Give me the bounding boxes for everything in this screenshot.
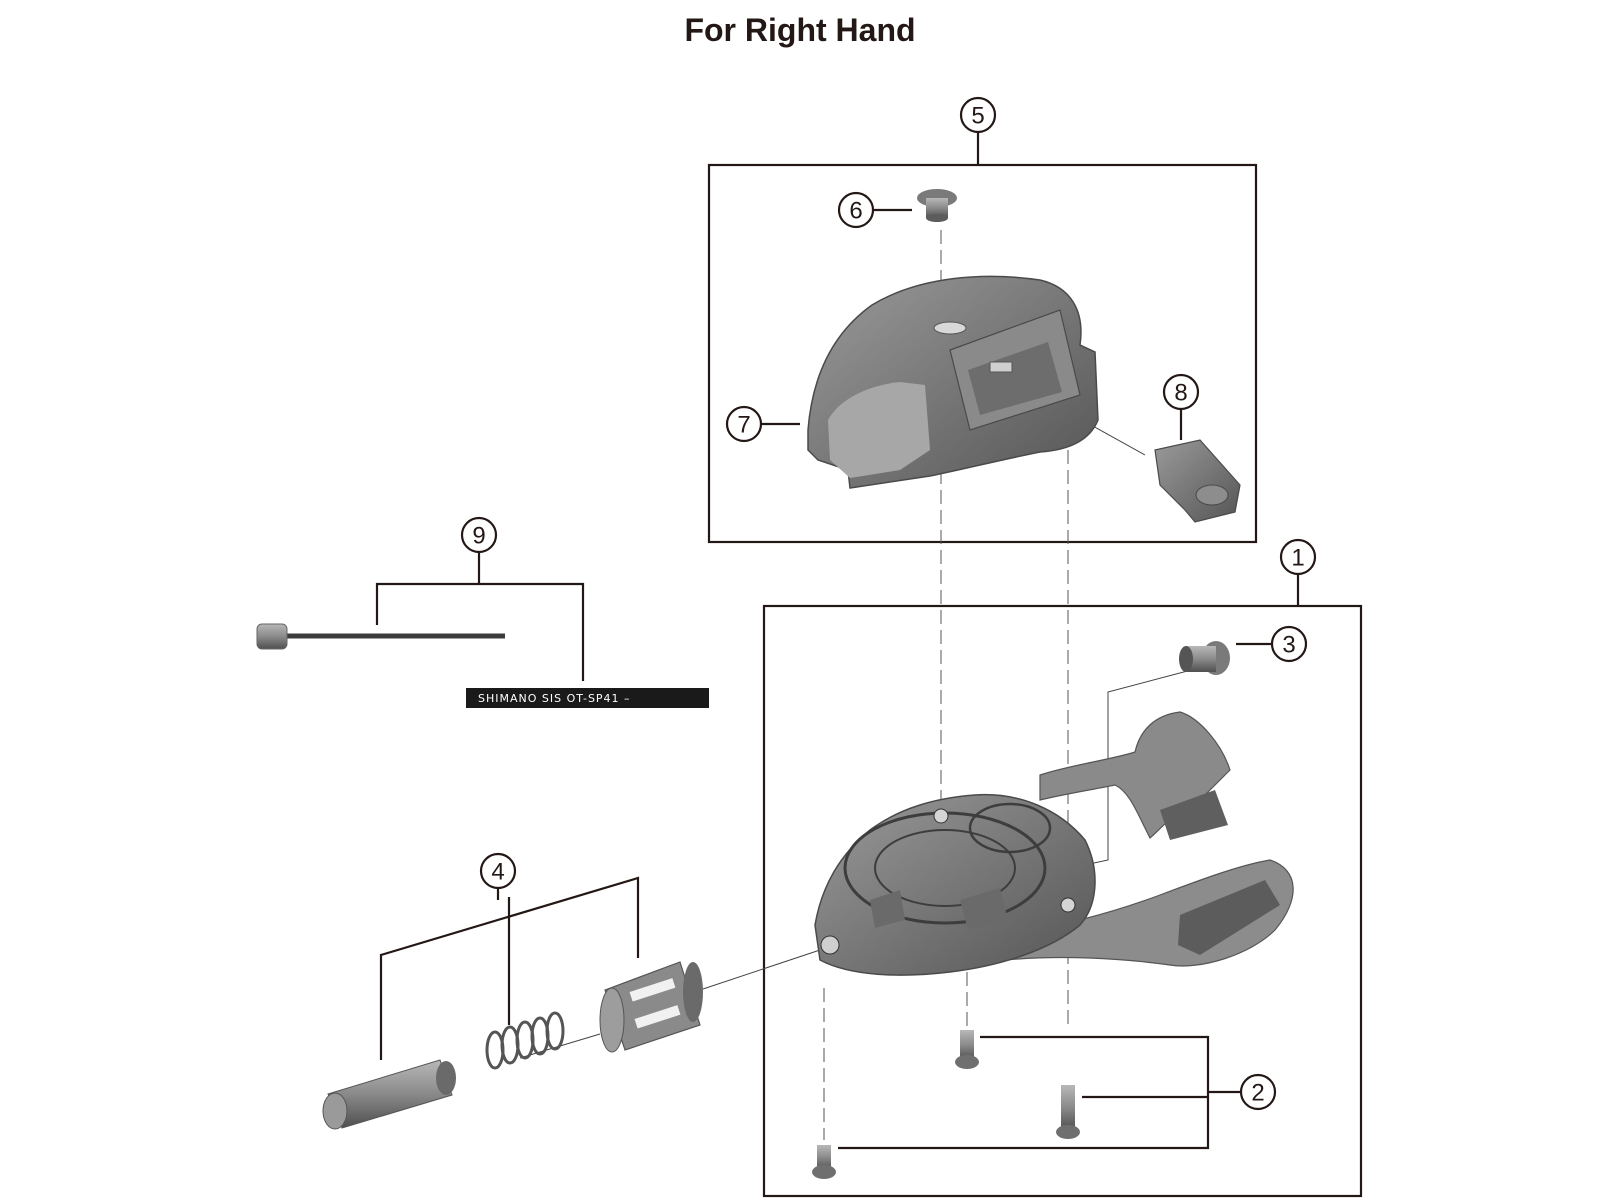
leader-lines	[375, 133, 1300, 1150]
callout-7: 7	[725, 405, 763, 443]
svg-text:1: 1	[1291, 545, 1304, 572]
part-3-adjuster	[1179, 641, 1230, 675]
part-2-bolts	[812, 1030, 1080, 1179]
callout-6: 6	[837, 191, 875, 229]
group-box-5	[707, 163, 1258, 544]
outer-housing: SHIMANO SIS OT-SP41 –	[466, 688, 709, 708]
bolt-c	[812, 1145, 836, 1179]
svg-text:6: 6	[849, 198, 862, 225]
part-6-cap-bolt	[917, 189, 957, 222]
svg-text:8: 8	[1174, 380, 1187, 407]
svg-text:3: 3	[1282, 632, 1295, 659]
svg-text:7: 7	[737, 412, 750, 439]
svg-text:4: 4	[491, 859, 504, 886]
callout-1: 1	[1279, 538, 1317, 576]
bolt-b	[1056, 1085, 1080, 1139]
svg-text:2: 2	[1251, 1080, 1264, 1107]
callout-3: 3	[1270, 625, 1308, 663]
part-4-cage	[599, 961, 703, 1053]
callout-4: 4	[479, 852, 517, 890]
part-1-shifter-body	[814, 711, 1294, 976]
part-9-cable-set: SHIMANO SIS OT-SP41 –	[256, 623, 709, 708]
part-8-indicator	[1154, 439, 1241, 523]
callout-5: 5	[959, 96, 997, 134]
part-7-cover	[807, 275, 1099, 489]
cable-housing-text: SHIMANO SIS OT-SP41 –	[478, 692, 631, 705]
bolt-a	[955, 1030, 979, 1069]
group-box-1	[762, 604, 1363, 1198]
part-4-spring	[485, 1011, 565, 1070]
callout-8: 8	[1162, 373, 1200, 411]
callout-9: 9	[460, 516, 498, 554]
diagram-title: For Right Hand	[684, 12, 916, 48]
svg-text:5: 5	[971, 103, 984, 130]
svg-text:9: 9	[472, 523, 485, 550]
part-4-parts-set	[322, 961, 703, 1130]
part-4-tube	[322, 1059, 456, 1130]
inner-cable	[256, 623, 505, 650]
callout-2: 2	[1239, 1073, 1277, 1111]
